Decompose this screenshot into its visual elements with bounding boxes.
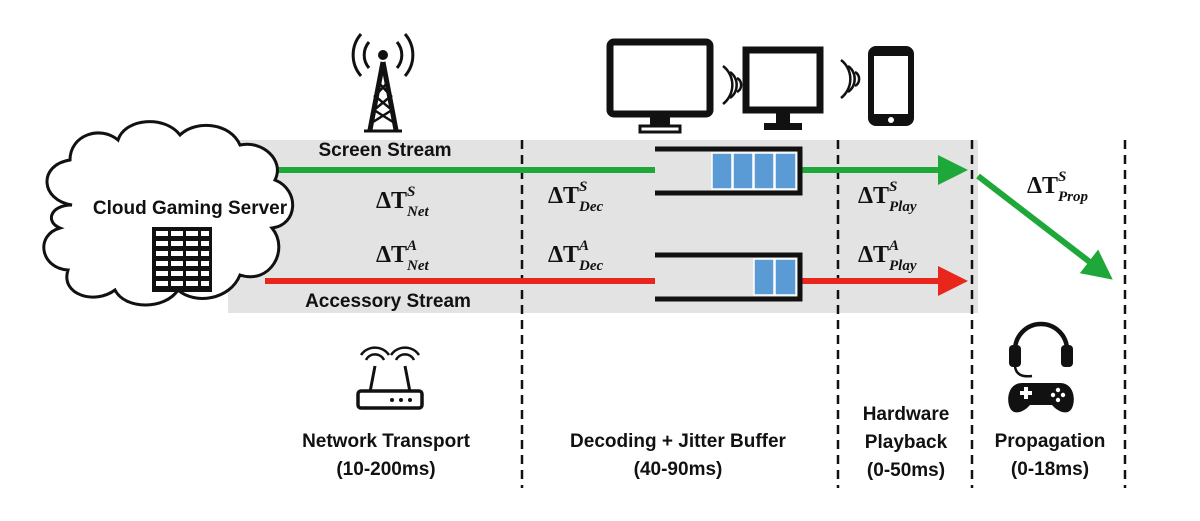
buffer-slot xyxy=(753,258,775,296)
svg-text:S: S xyxy=(407,184,415,200)
svg-text:(0-50ms): (0-50ms) xyxy=(867,460,945,481)
screen-propagation-arrow xyxy=(976,173,1113,280)
screen-jitter-buffer xyxy=(655,146,803,196)
svg-text:Propagation: Propagation xyxy=(995,431,1106,452)
latency-term-net-accessory: ΔT A Net xyxy=(376,238,429,274)
cloud-icon xyxy=(42,120,295,307)
svg-text:Net: Net xyxy=(406,258,429,274)
cell-tower-icon xyxy=(351,33,415,133)
buffer-slot xyxy=(711,152,733,190)
latency-term-net-screen: ΔT S Net xyxy=(376,184,429,220)
svg-text:ΔT: ΔT xyxy=(376,188,407,214)
cloud-gaming-server: Cloud Gaming Server xyxy=(42,120,295,307)
buffer-slot xyxy=(774,258,797,296)
svg-text:(10-200ms): (10-200ms) xyxy=(336,459,435,480)
svg-text:ΔT: ΔT xyxy=(858,183,889,209)
svg-text:(0-18ms): (0-18ms) xyxy=(1011,459,1089,480)
wifi-router-icon xyxy=(356,346,424,410)
svg-text:Play: Play xyxy=(889,199,917,215)
buffer-slot xyxy=(732,152,754,190)
svg-text:Decoding + Jitter Buffer: Decoding + Jitter Buffer xyxy=(570,431,786,452)
svg-text:(40-90ms): (40-90ms) xyxy=(634,459,723,480)
latency-term-dec-screen: ΔT S Dec xyxy=(548,179,603,215)
phase-network-transport: Network Transport (10-200ms) xyxy=(302,431,471,480)
stream-band xyxy=(228,140,978,313)
svg-text:A: A xyxy=(578,238,589,254)
svg-text:S: S xyxy=(579,179,587,195)
screen-stream-label: Screen Stream xyxy=(318,140,451,161)
buffer-slot xyxy=(753,152,775,190)
accessory-jitter-buffer xyxy=(655,252,803,302)
latency-term-prop-screen: ΔT S Prop xyxy=(1027,169,1089,205)
svg-text:ΔT: ΔT xyxy=(548,183,579,209)
svg-text:ΔT: ΔT xyxy=(548,242,579,268)
accessory-stream-label: Accessory Stream xyxy=(305,291,471,312)
svg-text:ΔT: ΔT xyxy=(858,242,889,268)
svg-text:Hardware: Hardware xyxy=(863,404,950,425)
svg-text:A: A xyxy=(888,238,899,254)
svg-text:Playback: Playback xyxy=(865,432,948,453)
wireless-phone-icon xyxy=(840,46,914,126)
svg-text:ΔT: ΔT xyxy=(376,242,407,268)
monitor-icon xyxy=(606,38,714,134)
svg-text:Dec: Dec xyxy=(578,258,603,274)
svg-text:Net: Net xyxy=(406,204,429,220)
wireless-monitor-icon xyxy=(722,46,824,130)
buffer-slot xyxy=(774,152,797,190)
server-label: Cloud Gaming Server xyxy=(93,198,288,219)
svg-text:A: A xyxy=(406,238,417,254)
latency-term-play-screen: ΔT S Play xyxy=(858,179,917,215)
phase-propagation: Propagation (0-18ms) xyxy=(995,431,1106,480)
svg-text:Play: Play xyxy=(889,258,917,274)
svg-text:Dec: Dec xyxy=(578,199,603,215)
svg-text:S: S xyxy=(1058,169,1066,185)
svg-text:Network Transport: Network Transport xyxy=(302,431,471,452)
gamer-headset-controller-icon xyxy=(1008,321,1074,413)
svg-text:S: S xyxy=(889,179,897,195)
server-rack-icon xyxy=(152,227,212,292)
latency-term-dec-accessory: ΔT A Dec xyxy=(548,238,603,274)
phase-hardware-playback: Hardware Playback (0-50ms) xyxy=(863,404,950,481)
svg-text:ΔT: ΔT xyxy=(1027,173,1058,199)
phase-dividers xyxy=(520,140,1127,488)
latency-term-play-accessory: ΔT A Play xyxy=(858,238,917,274)
phase-decoding-jitter-buffer: Decoding + Jitter Buffer (40-90ms) xyxy=(570,431,786,480)
svg-text:Prop: Prop xyxy=(1058,189,1089,205)
